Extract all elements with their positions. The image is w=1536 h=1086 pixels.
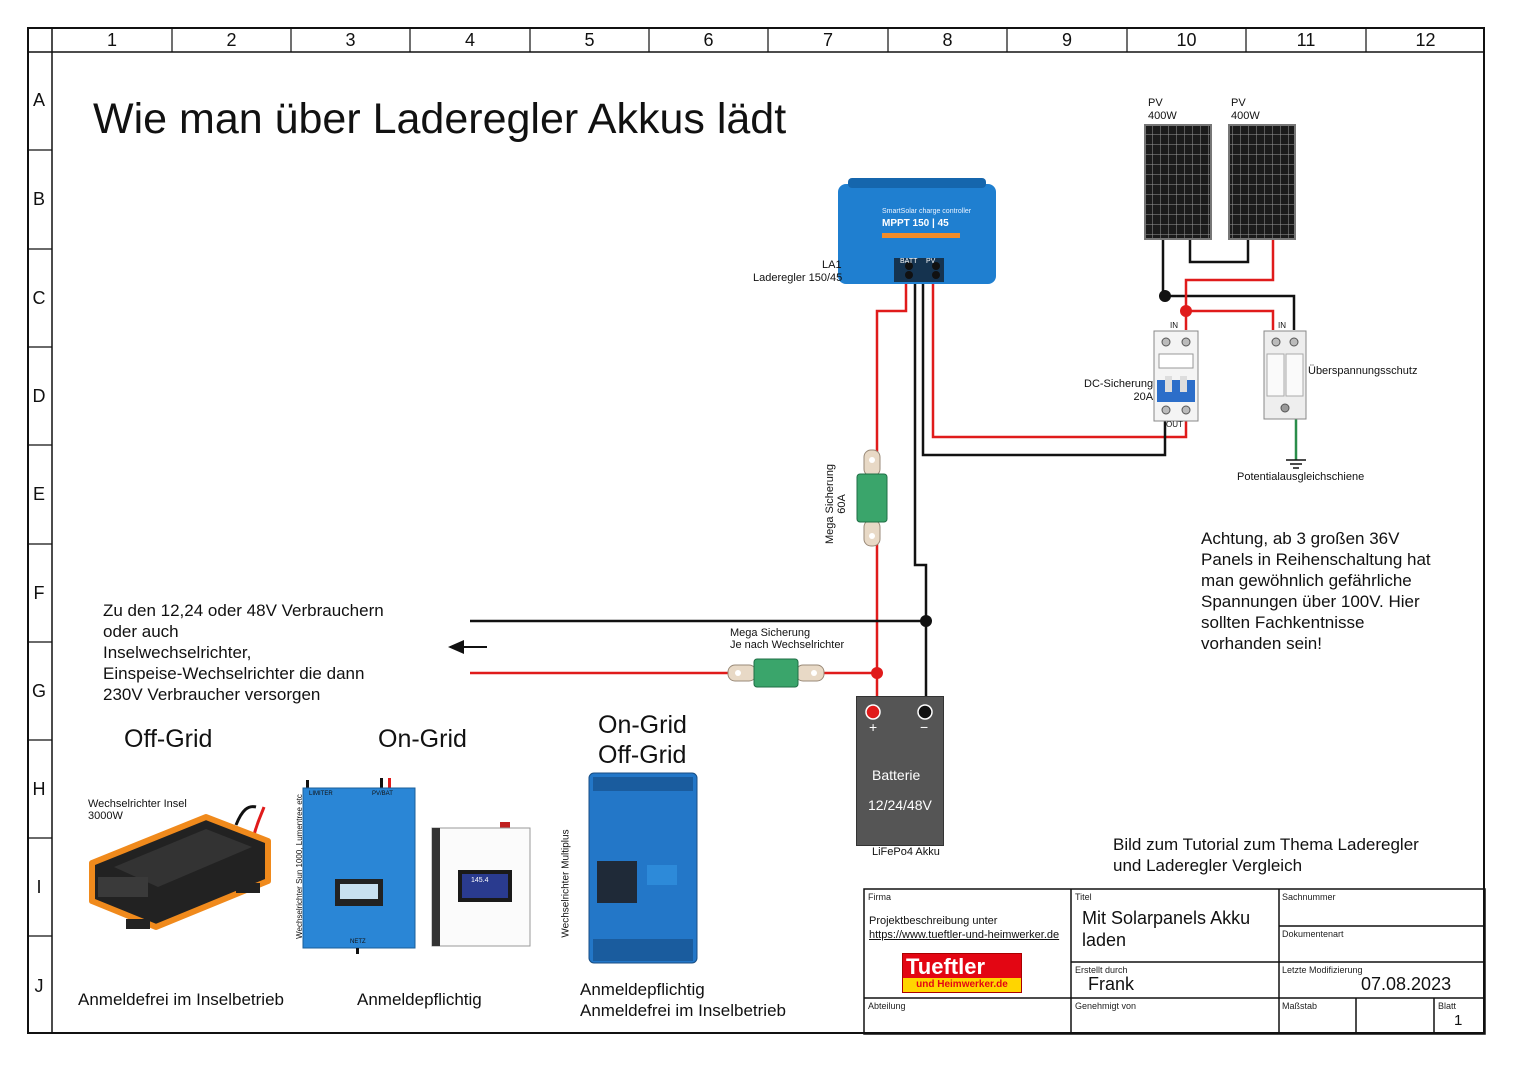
- grid-col-12: 12: [1415, 30, 1436, 50]
- dc-fuse: [1153, 330, 1199, 422]
- controller-ref: LA1: [822, 259, 842, 271]
- mega-fuse-inverter: [727, 658, 825, 688]
- tb-abteilung-label: Abteilung: [868, 1001, 906, 1011]
- tb-massstab-label: Maßstab: [1282, 1001, 1318, 1011]
- pv-panels: [1144, 124, 1296, 240]
- offgrid-caption: Anmeldefrei im Inselbetrieb: [78, 990, 284, 1009]
- tb-genehmigt-label: Genehmigt von: [1075, 1001, 1137, 1011]
- dc-fuse-name: DC-Sicherung: [1084, 378, 1154, 390]
- battery-caption: LiFePo4 Akku: [872, 846, 940, 858]
- pv-panel-2-type: PV: [1231, 97, 1246, 109]
- multi-heading: On-Grid Off-Grid: [598, 711, 687, 769]
- tb-titel-value: Mit Solarpanels Akku laden: [1082, 908, 1251, 950]
- grid-col-11: 11: [1296, 30, 1316, 50]
- grid-row-e: E: [32, 484, 45, 504]
- mega-fuse-2-label: Mega Sicherung Je nach Wechselrichter: [730, 627, 844, 651]
- grid-col-7: 7: [822, 30, 833, 50]
- ongrid-inverter-blue: [302, 778, 416, 954]
- ongrid-display-text: 145.4: [471, 877, 489, 884]
- pv-panel-1-label: PV 400W: [1148, 97, 1177, 123]
- tb-titel-label: Titel: [1075, 892, 1092, 902]
- battery-minus: −: [920, 719, 929, 735]
- surge-protector: [1263, 330, 1307, 420]
- grid-row-b: B: [32, 189, 45, 209]
- grid-col-5: 5: [584, 30, 595, 50]
- grid-col-9: 9: [1061, 30, 1072, 50]
- grid-col-4: 4: [464, 30, 475, 50]
- ongrid-netz-label: NETZ: [350, 939, 366, 945]
- mega-fuse-2-name: Mega Sicherung: [730, 627, 811, 639]
- tb-sachnummer-label: Sachnummer: [1282, 892, 1336, 902]
- logo-line1: Tueftler: [906, 954, 986, 979]
- grid-row-i: I: [36, 877, 42, 897]
- controller-pv-label: PV: [926, 258, 936, 265]
- pv-panel-1-power: 400W: [1148, 110, 1177, 122]
- dc-fuse-in: IN: [1170, 321, 1178, 330]
- charge-controller: SmartSolar charge controller MPPT 150 | …: [838, 178, 996, 290]
- grid-row-f: F: [33, 583, 45, 603]
- surge-label: Überspannungsschutz: [1308, 365, 1418, 377]
- battery-terminals: [865, 704, 933, 720]
- tb-firma-url[interactable]: https://www.tueftler-und-heimwerker.de: [869, 929, 1060, 941]
- grid-row-d: D: [32, 386, 46, 406]
- pv-panel-1-type: PV: [1148, 97, 1163, 109]
- battery-name: Batterie: [872, 767, 921, 783]
- logo-line2: und Heimwerker.de: [903, 978, 1021, 992]
- grid-col-8: 8: [942, 30, 953, 50]
- ongrid-pvbat-label: PV/BAT: [372, 791, 393, 797]
- grid-col-3: 3: [345, 30, 356, 50]
- ongrid-limiter-label: LIMITER: [309, 791, 333, 797]
- battery: [856, 696, 944, 846]
- multiplus-inverter: [588, 772, 698, 964]
- tb-dokumentenart-label: Dokumentenart: [1282, 929, 1344, 939]
- offgrid-heading: Off-Grid: [124, 725, 213, 753]
- mega-fuse-2-rating: Je nach Wechselrichter: [730, 639, 845, 651]
- grid-col-2: 2: [226, 30, 237, 50]
- tb-blatt-value: 1: [1454, 1012, 1463, 1029]
- grid-row-a: A: [32, 90, 45, 110]
- tutorial-note: Bild zum Tutorial zum Thema Laderegler u…: [1113, 835, 1419, 875]
- loads-note: Zu den 12,24 oder 48V Verbrauchern oder …: [103, 601, 384, 704]
- grid-col-10: 10: [1176, 30, 1197, 50]
- grid-row-g: G: [31, 681, 46, 701]
- dc-fuse-rating: 20A: [1133, 391, 1154, 403]
- pv-panel-2-label: PV 400W: [1231, 97, 1260, 123]
- surge-in: IN: [1278, 321, 1286, 330]
- grid-col-1: 1: [106, 30, 117, 50]
- tb-erstellt-label: Erstellt durch: [1075, 965, 1128, 975]
- offgrid-label: Wechselrichter Insel 3000W: [88, 798, 187, 822]
- ground-label: Potentialausgleichschiene: [1237, 471, 1365, 483]
- grid-row-j: J: [34, 976, 44, 996]
- diagram-title: Wie man über Laderegler Akkus lädt: [93, 95, 787, 143]
- mega-fuse-60a: [856, 449, 888, 547]
- controller-batt-label: BATT: [900, 258, 918, 265]
- offgrid-inverter: [89, 805, 271, 930]
- dc-fuse-label: DC-Sicherung 20A: [1084, 378, 1153, 404]
- tb-blatt-label: Blatt: [1438, 1001, 1457, 1011]
- ongrid-caption: Anmeldepflichtig: [357, 990, 482, 1009]
- controller-model-text: MPPT 150 | 45: [882, 218, 949, 229]
- battery-voltage: 12/24/48V: [868, 797, 932, 813]
- controller-label: Laderegler 150/45: [753, 272, 843, 284]
- tueftler-logo: Tueftler und Heimwerker.de: [902, 953, 1022, 993]
- ongrid-heading: On-Grid: [378, 725, 467, 753]
- grid-row-h: H: [32, 779, 46, 799]
- tb-firma-label: Firma: [868, 892, 891, 902]
- dc-fuse-out: OUT: [1166, 420, 1183, 429]
- grid-col-6: 6: [703, 30, 714, 50]
- pv-panel-2-power: 400W: [1231, 110, 1260, 122]
- grid-row-c: C: [32, 288, 46, 308]
- tb-erstellt-value: Frank: [1088, 974, 1135, 994]
- tb-firma-line1: Projektbeschreibung unter: [869, 915, 998, 927]
- drawing-frame: [27, 27, 1485, 1034]
- tb-modif-label: Letzte Modifizierung: [1282, 965, 1363, 975]
- multi-caption: Anmeldepflichtig Anmeldefrei im Inselbet…: [580, 980, 786, 1020]
- tb-modif-value: 07.08.2023: [1361, 974, 1452, 994]
- controller-brand-text: SmartSolar charge controller: [882, 208, 972, 215]
- ongrid-inverter-white: [431, 822, 531, 947]
- warning-note: Achtung, ab 3 großen 36V Panels in Reihe…: [1201, 529, 1431, 653]
- battery-plus: +: [869, 719, 878, 735]
